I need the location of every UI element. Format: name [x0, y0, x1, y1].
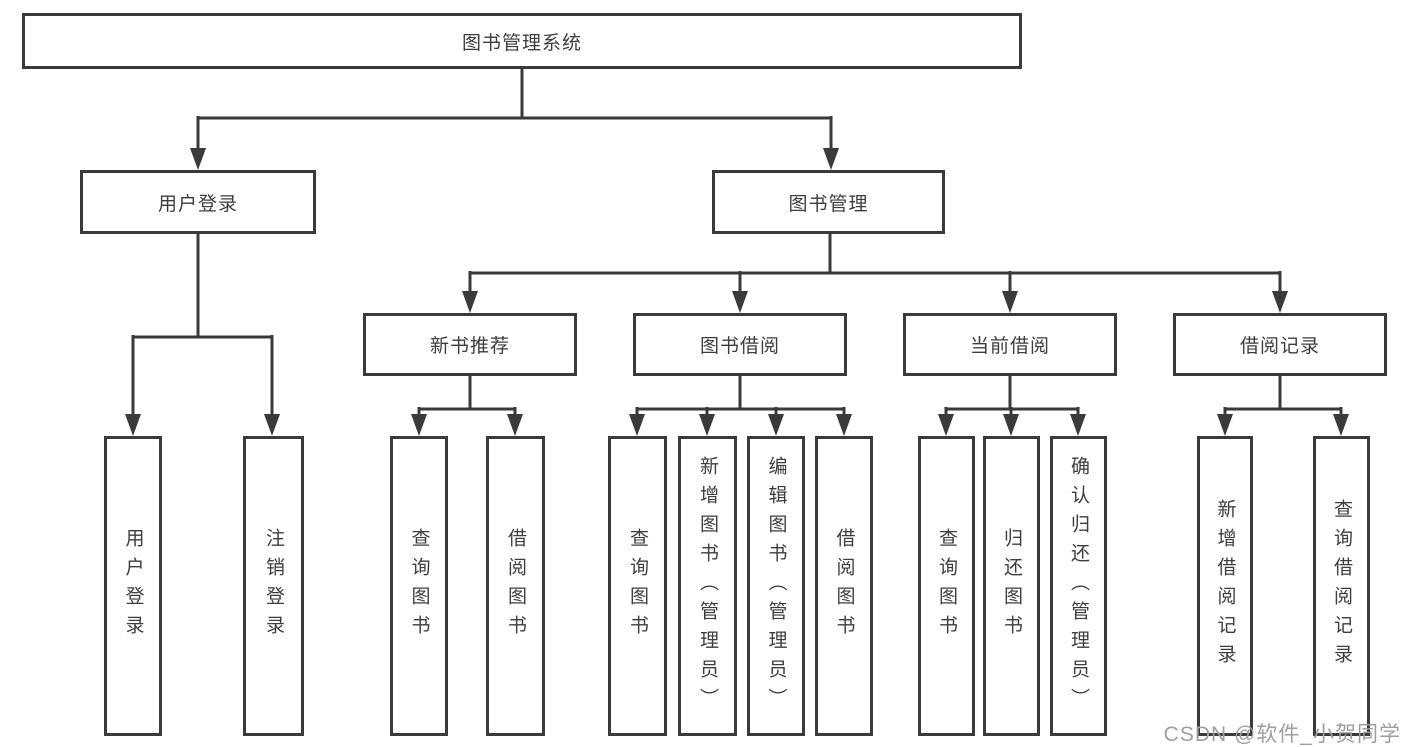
leaf-query-borrow-record: 查询借阅记录	[1313, 436, 1370, 736]
leaf-newbook-query-books: 查询图书	[390, 436, 448, 736]
leaf-return-books: 归还图书	[983, 436, 1040, 736]
leaf-borrow-books: 借阅图书	[815, 436, 873, 736]
leaf-confirm-return-admin: 确认归还（管理员）	[1050, 436, 1107, 736]
node-root-label: 图书管理系统	[461, 32, 582, 54]
node-borrow-records-label: 借阅记录	[1239, 336, 1320, 357]
leaf-user-login-label: 用户登录	[122, 528, 144, 644]
leaf-borrow-books-label: 借阅图书	[833, 528, 855, 644]
leaf-query-borrow-record-label: 查询借阅记录	[1331, 499, 1352, 673]
node-new-book-recommend: 新书推荐	[363, 313, 577, 376]
node-current-borrow-label: 当前借阅	[969, 336, 1050, 357]
node-book-management: 图书管理	[712, 170, 945, 234]
leaf-edit-books-admin-label: 编辑图书（管理员）	[765, 455, 787, 717]
connector-bookmgmt-to-level3	[468, 234, 1282, 297]
node-book-borrow-label: 图书借阅	[699, 336, 780, 357]
connector-currentborrow-to-leaves	[944, 376, 1080, 420]
connector-borrowrecords-to-leaves	[1223, 376, 1343, 420]
arrowheads	[125, 148, 1349, 436]
node-borrow-records: 借阅记录	[1173, 313, 1387, 376]
leaf-logout: 注销登录	[243, 436, 304, 736]
connector-bookborrow-to-leaves	[635, 376, 846, 420]
connector-root-to-level2	[196, 69, 833, 154]
leaf-borrow-query-books: 查询图书	[608, 436, 667, 736]
leaf-add-books-admin: 新增图书（管理员）	[678, 436, 737, 736]
connector-newbook-to-leaves	[417, 376, 517, 420]
leaf-current-query-books: 查询图书	[918, 436, 975, 736]
leaf-newbook-borrow-books-label: 借阅图书	[505, 528, 526, 644]
leaf-edit-books-admin: 编辑图书（管理员）	[747, 436, 805, 736]
node-new-book-recommend-label: 新书推荐	[429, 336, 510, 357]
leaf-logout-label: 注销登录	[263, 528, 284, 644]
node-user-login-label: 用户登录	[157, 193, 238, 215]
leaf-confirm-return-admin-label: 确认归还（管理员）	[1068, 455, 1089, 717]
leaf-add-borrow-record: 新增借阅记录	[1197, 436, 1253, 736]
leaf-newbook-query-books-label: 查询图书	[408, 528, 430, 644]
node-book-management-label: 图书管理	[788, 193, 869, 215]
node-user-login: 用户登录	[80, 170, 316, 234]
connector-userlogin-to-leaves	[131, 234, 274, 419]
leaf-return-books-label: 归还图书	[1001, 528, 1022, 644]
leaf-borrow-query-books-label: 查询图书	[627, 528, 648, 644]
node-root: 图书管理系统	[22, 13, 1022, 69]
leaf-add-borrow-record-label: 新增借阅记录	[1214, 499, 1236, 673]
leaf-newbook-borrow-books: 借阅图书	[486, 436, 545, 736]
node-current-borrow: 当前借阅	[903, 313, 1117, 376]
leaf-current-query-books-label: 查询图书	[936, 528, 957, 644]
leaf-user-login: 用户登录	[104, 436, 162, 736]
leaf-add-books-admin-label: 新增图书（管理员）	[697, 455, 718, 717]
node-book-borrow: 图书借阅	[633, 313, 847, 376]
csdn-watermark: CSDN @软件_小贺同学	[1163, 723, 1401, 746]
